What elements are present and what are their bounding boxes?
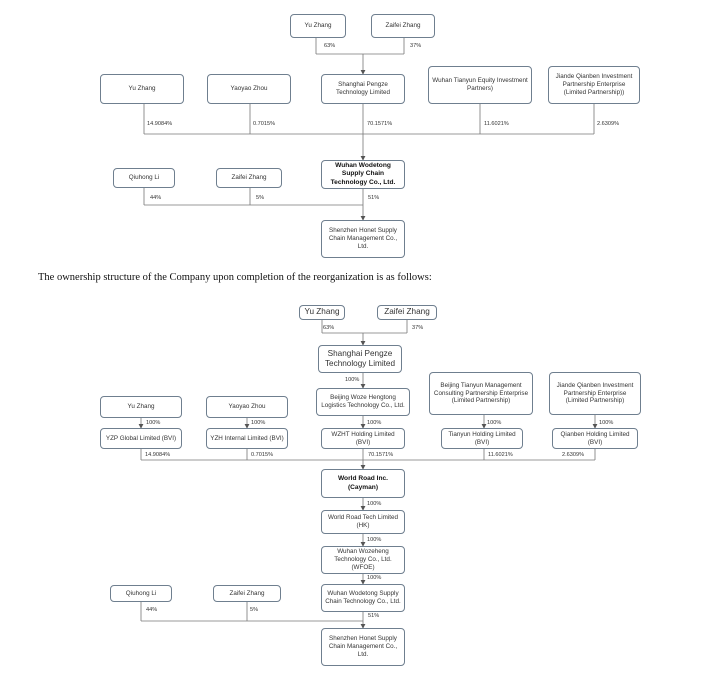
entity-box-tianyun-holding: Tianyun Holding Limited (BVI): [441, 428, 523, 449]
pct-label: 37%: [412, 325, 424, 331]
owner-box-yu-zhang-top-2: Yu Zhang: [299, 305, 345, 320]
pct-label: 2.6309%: [597, 121, 620, 127]
pct-label: 5%: [256, 195, 265, 201]
pct-label: 5%: [250, 607, 259, 613]
pct-label: 14.9084%: [145, 452, 171, 458]
owner-box-yu-zhang-top: Yu Zhang: [290, 14, 346, 38]
pct-label: 0.7015%: [253, 121, 276, 127]
entity-box-beijing-tianyun: Beijing Tianyun Management Consulting Pa…: [429, 372, 533, 415]
owner-box-yaoyao-zhou: Yaoyao Zhou: [207, 74, 291, 104]
entity-box-qianben-holding: Qianben Holding Limited (BVI): [552, 428, 638, 449]
pct-label: 44%: [146, 607, 158, 613]
pct-label: 100%: [367, 420, 382, 426]
entity-box-shanghai-pengze-2: Shanghai Pengze Technology Limited: [318, 345, 402, 373]
pct-label: 51%: [368, 613, 380, 619]
pct-label: 100%: [251, 420, 266, 426]
pct-label: 100%: [599, 420, 614, 426]
pct-label: 100%: [146, 420, 161, 426]
entity-box-wuhan-wodetong-2: Wuhan Wodetong Supply Chain Technology C…: [321, 584, 405, 612]
owner-box-zaifei-zhang: Zaifei Zhang: [216, 168, 282, 188]
entity-box-beijing-woze: Beijing Woze Hengtong Logistics Technolo…: [316, 388, 410, 416]
owner-box-qiuhong-li-2: Qiuhong Li: [110, 585, 172, 602]
entity-box-yzp-global: YZP Global Limited (BVI): [100, 428, 182, 449]
pct-label: 100%: [367, 537, 382, 543]
entity-box-world-road-cayman: World Road Inc. (Cayman): [321, 469, 405, 498]
pct-label: 11.6021%: [484, 121, 509, 127]
entity-box-wuhan-wozeheng: Wuhan Wozeheng Technology Co., Ltd. (WFO…: [321, 546, 405, 574]
entity-box-jiande-qianben: Jiande Qianben Investment Partnership En…: [548, 66, 640, 104]
pct-label: 14.9084%: [147, 121, 173, 127]
owner-box-zaifei-zhang-2: Zaifei Zhang: [213, 585, 281, 602]
pct-label: 44%: [150, 195, 162, 201]
pct-label: 70.1571%: [367, 121, 393, 127]
pct-label: 63%: [323, 325, 335, 331]
entity-box-wuhan-wodetong: Wuhan Wodetong Supply Chain Technology C…: [321, 160, 405, 189]
owner-box-zaifei-zhang-top: Zaifei Zhang: [371, 14, 435, 38]
entity-box-shenzhen-honet: Shenzhen Honet Supply Chain Management C…: [321, 220, 405, 258]
owner-box-zaifei-zhang-top-2: Zaifei Zhang: [377, 305, 437, 320]
owner-box-qiuhong-li: Qiuhong Li: [113, 168, 175, 188]
entity-box-world-road-hk: World Road Tech Limited (HK): [321, 510, 405, 534]
pct-label: 2.6309%: [562, 452, 585, 458]
pct-label: 37%: [410, 43, 422, 49]
owner-box-yu-zhang-2: Yu Zhang: [100, 396, 182, 418]
pct-label: 0.7015%: [251, 452, 274, 458]
pct-label: 70.1571%: [368, 452, 394, 458]
owner-box-yaoyao-zhou-2: Yaoyao Zhou: [206, 396, 288, 418]
pct-label: 11.6021%: [488, 452, 513, 458]
entity-box-jiande-qianben-2: Jiande Qianben Investment Partnership En…: [549, 372, 641, 415]
pct-label: 63%: [324, 43, 336, 49]
owner-box-yu-zhang: Yu Zhang: [100, 74, 184, 104]
pct-label: 100%: [487, 420, 502, 426]
entity-box-wuhan-tianyun: Wuhan Tianyun Equity Investment Partners…: [428, 66, 532, 104]
ownership-caption: The ownership structure of the Company u…: [38, 272, 432, 283]
pct-label: 100%: [367, 501, 382, 507]
pct-label: 100%: [367, 575, 382, 581]
entity-box-yzh-internal: YZH Internal Limited (BVI): [206, 428, 288, 449]
pct-label: 100%: [345, 377, 360, 383]
entity-box-shenzhen-honet-2: Shenzhen Honet Supply Chain Management C…: [321, 628, 405, 666]
entity-box-shanghai-pengze: Shanghai Pengze Technology Limited: [321, 74, 405, 104]
entity-box-wzht-holding: WZHT Holding Limited (BVI): [321, 428, 405, 449]
pct-label: 51%: [368, 195, 380, 201]
